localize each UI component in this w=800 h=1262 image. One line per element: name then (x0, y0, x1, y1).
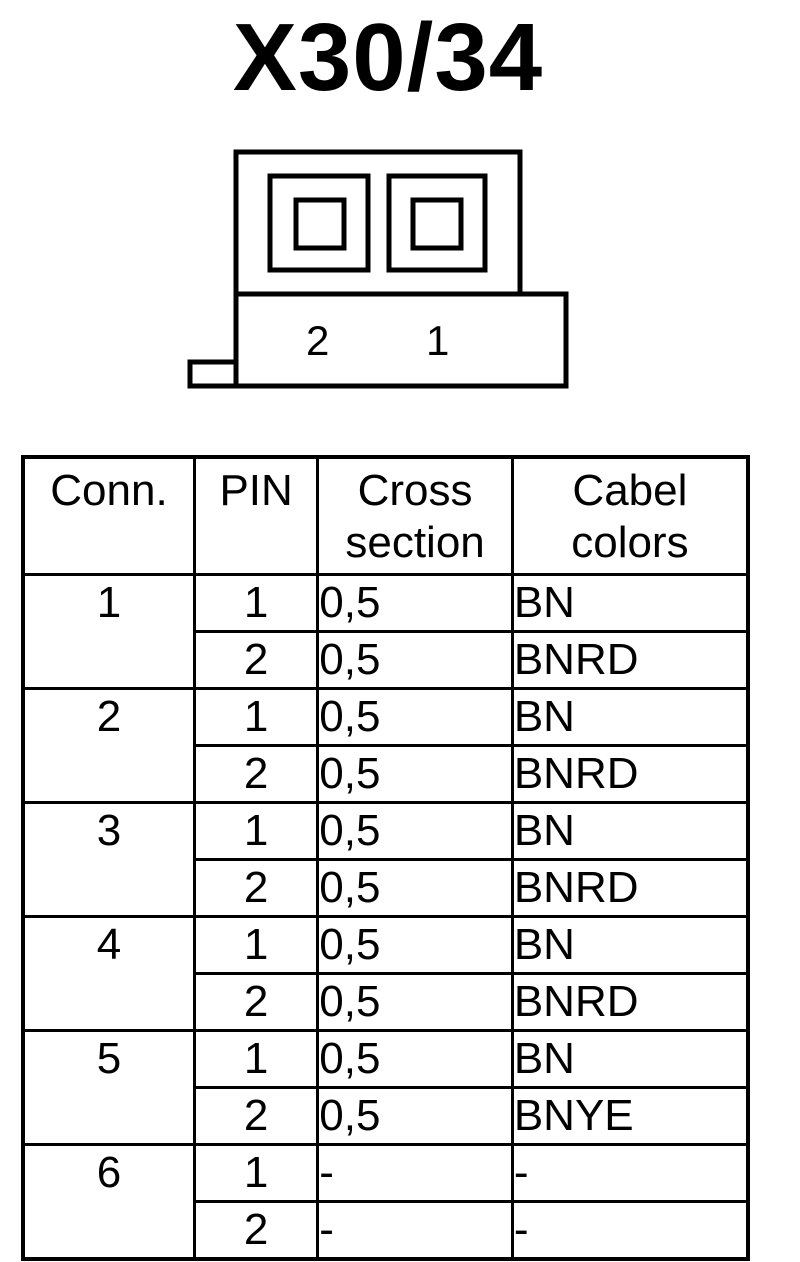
cross-section-cell: 0,5 (316, 686, 514, 747)
pin-cell: 2 (192, 857, 320, 918)
pin-cell: 2 (192, 629, 320, 690)
header-conn: Conn. (21, 455, 196, 576)
pin-socket-1-inner (410, 197, 464, 251)
pin-cell: 2 (192, 1085, 320, 1146)
cable-color-cell: BNRD (510, 971, 750, 1032)
pin-cell: 1 (192, 914, 320, 975)
cross-section-cell: - (316, 1142, 514, 1203)
pin-cell: 2 (192, 971, 320, 1032)
pin-socket-1-outer (386, 173, 488, 273)
connector-diagram (187, 149, 569, 389)
conn-cell: 5 (21, 1028, 196, 1146)
cable-color-cell: BN (510, 572, 750, 633)
table-row: 2-- (23, 1199, 750, 1260)
cable-color-cell: BNYE (510, 1085, 750, 1146)
conn-cell: 2 (21, 686, 196, 804)
cable-color-cell: BNRD (510, 629, 750, 690)
cable-color-cell: BN (510, 800, 750, 861)
conn-cell: 6 (21, 1142, 196, 1260)
conn-cell: 4 (21, 914, 196, 1032)
pin-socket-2-outer (267, 173, 371, 273)
pin-cell: 2 (192, 1199, 320, 1260)
header-pin: PIN (192, 455, 320, 576)
cable-color-cell: BN (510, 914, 750, 975)
connector-latch (187, 359, 239, 389)
pin-cell: 1 (192, 572, 320, 633)
cable-color-cell: BNRD (510, 743, 750, 804)
conn-cell: 3 (21, 800, 196, 918)
cross-section-cell: 0,5 (316, 800, 514, 861)
connector-housing-top (233, 149, 523, 297)
cable-color-cell: BN (510, 1028, 750, 1089)
pin-cell: 1 (192, 1142, 320, 1203)
pin-cell: 1 (192, 686, 320, 747)
cross-section-cell: 0,5 (316, 1085, 514, 1146)
cross-section-cell: - (316, 1199, 514, 1260)
cable-color-cell: - (510, 1199, 750, 1260)
cross-section-cell: 0,5 (316, 857, 514, 918)
cable-color-cell: BNRD (510, 857, 750, 918)
cross-section-cell: 0,5 (316, 629, 514, 690)
page-title: X30/34 (232, 4, 544, 111)
cross-section-cell: 0,5 (316, 743, 514, 804)
pin-cell: 2 (192, 743, 320, 804)
pin-label-2: 2 (306, 317, 330, 364)
conn-cell: 1 (21, 572, 196, 690)
cable-color-cell: - (510, 1142, 750, 1203)
cross-section-cell: 0,5 (316, 1028, 514, 1089)
pin-cell: 1 (192, 800, 320, 861)
connector-housing-base (233, 291, 569, 389)
cross-section-cell: 0,5 (316, 971, 514, 1032)
cross-section-cell: 0,5 (316, 914, 514, 975)
cable-color-cell: BN (510, 686, 750, 747)
pin-cell: 1 (192, 1028, 320, 1089)
pin-label-1: 1 (426, 317, 450, 364)
pin-socket-2-inner (293, 197, 347, 251)
cross-section-cell: 0,5 (316, 572, 514, 633)
